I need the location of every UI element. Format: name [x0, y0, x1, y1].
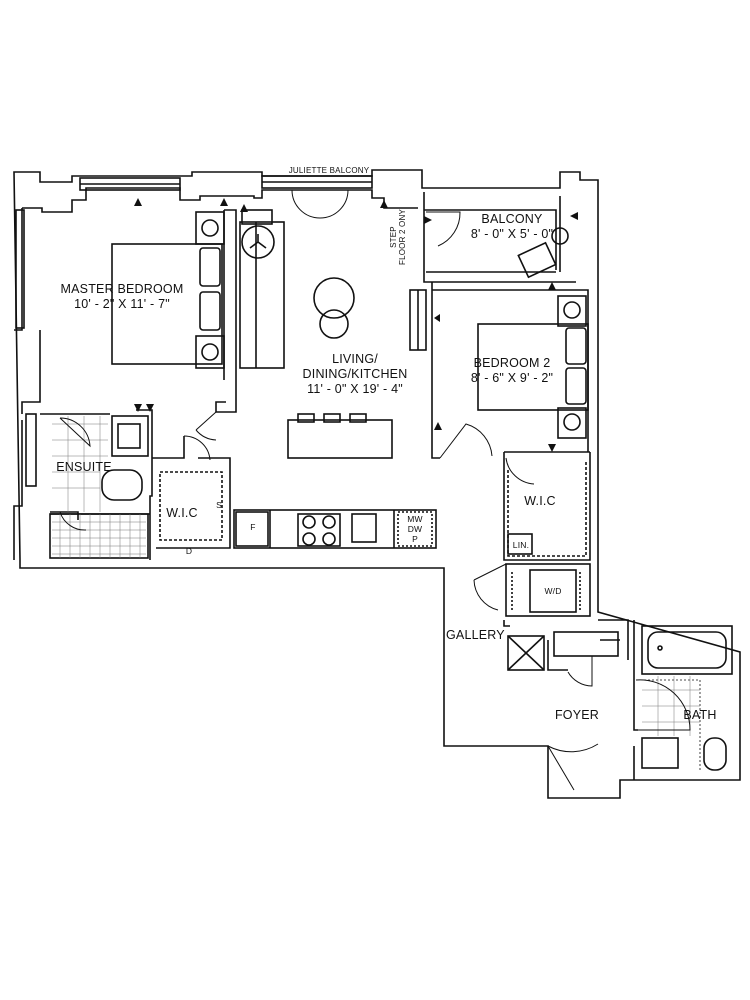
label-juliette-balcony: JULIETTE BALCONY — [288, 166, 370, 175]
kitchen-island — [287, 419, 393, 459]
left-wall — [13, 208, 41, 560]
label-balcony: BALCONY 8' - 0" X 5' - 0" — [462, 212, 562, 242]
juliette-doors — [291, 189, 349, 219]
door-closet-foyer — [567, 656, 593, 687]
door-laundry — [473, 563, 507, 611]
door-master — [195, 411, 217, 441]
door-shower — [59, 511, 87, 531]
door-wic-left — [183, 435, 211, 461]
step-line2: FLOOR 2 ONY — [398, 209, 407, 265]
washer-dryer — [529, 569, 577, 613]
armchair — [241, 225, 275, 259]
fridge — [235, 511, 269, 547]
cooktop — [297, 513, 341, 547]
outer-wall — [13, 169, 741, 799]
ensuite-toilet — [101, 469, 143, 501]
living-name-2: DINING/KITCHEN — [302, 367, 408, 381]
label-fridge: F — [250, 522, 256, 532]
label-step: STEP FLOOR 2 ONY — [389, 209, 407, 265]
label-master-bedroom: MASTER BEDROOM 10' - 2" X 11' - 7" — [52, 282, 192, 312]
label-appliances: MW DW P — [398, 514, 432, 544]
label-wic-right: W.I.C — [524, 494, 556, 508]
wall-wic-left — [152, 436, 231, 549]
living-size: 11' - 0" X 19' - 4" — [307, 382, 403, 396]
wall-bedroom2 — [431, 282, 591, 561]
window-ensuite — [25, 413, 37, 487]
living-name-1: LIVING/ — [332, 352, 378, 366]
door-wic-right — [505, 457, 535, 485]
bathtub — [641, 625, 733, 675]
label-ensuite: ENSUITE — [56, 460, 112, 474]
window-left — [15, 209, 25, 329]
label-mw: MW — [407, 514, 423, 524]
door-bedroom2 — [439, 423, 493, 459]
toilet — [703, 737, 727, 771]
wall-master-living — [215, 209, 237, 413]
label-p: P — [412, 534, 418, 544]
sofa — [239, 221, 285, 369]
bath-vanity — [641, 737, 679, 769]
label-linen: LIN. — [512, 540, 530, 550]
kitchen-sink — [351, 513, 377, 543]
balcony-name: BALCONY — [481, 212, 543, 226]
kitchen-counter — [233, 509, 437, 549]
laundry-closet — [505, 563, 591, 617]
balcony-chair — [517, 241, 557, 279]
bedroom2-name: BEDROOM 2 — [473, 356, 551, 370]
master-bed — [111, 243, 223, 365]
ensuite-vanity — [111, 415, 149, 457]
balcony-outline — [423, 192, 576, 283]
label-bath: BATH — [683, 708, 717, 722]
label-living: LIVING/ DINING/KITCHEN 11' - 0" X 19' - … — [292, 352, 418, 397]
label-wic-left: W.I.C — [166, 506, 198, 520]
door-balcony — [426, 211, 461, 247]
label-foyer: FOYER — [554, 708, 600, 722]
master-bedroom-name: MASTER BEDROOM — [60, 282, 184, 296]
bedroom2-size: 8' - 6" X 9' - 2" — [470, 371, 554, 385]
door-entry — [547, 743, 599, 791]
door-bath — [635, 679, 691, 731]
label-bedroom2: BEDROOM 2 8' - 6" X 9' - 2" — [460, 356, 564, 386]
door-ensuite — [59, 417, 91, 448]
step-line1: STEP — [389, 226, 398, 248]
shower — [49, 513, 149, 559]
mechanical-box — [507, 635, 545, 671]
balcony-size: 8' - 0" X 5' - 0" — [470, 227, 554, 241]
wall-bath — [633, 620, 638, 780]
dining-table — [313, 277, 355, 319]
wic-right-shelf — [507, 460, 587, 557]
master-bedroom-size: 10' - 2" X 11' - 7" — [74, 297, 170, 311]
wall-foyer — [503, 619, 629, 671]
wall-ensuite — [40, 409, 153, 560]
wic-left-shelf — [159, 471, 223, 541]
outer-wall-inner — [22, 187, 418, 213]
label-shelf-s: S — [216, 500, 222, 510]
label-washer-dryer: W/D — [544, 586, 562, 596]
appliance-box — [397, 511, 433, 547]
bed2 — [477, 323, 589, 411]
foyer-closet — [553, 631, 619, 657]
label-door-d: D — [185, 546, 193, 556]
label-dw: DW — [407, 524, 423, 534]
label-gallery: GALLERY — [446, 628, 505, 642]
